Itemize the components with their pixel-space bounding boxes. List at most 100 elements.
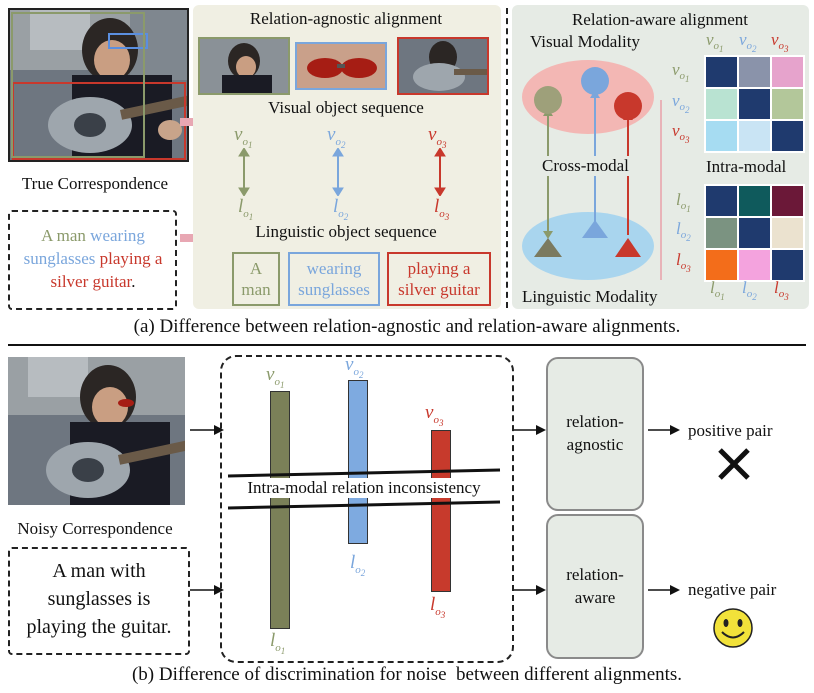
noisy-caption-text: A man with sunglasses is playing the gui…	[26, 560, 172, 638]
visual-matrix-cell	[739, 57, 770, 87]
linguistic-object-sequence-label: Linguistic object sequence	[255, 222, 437, 241]
intra-modal-label: Intra-modal	[706, 157, 787, 176]
linguistic-modality-ellipse	[522, 212, 654, 280]
linguistic-matrix-cell	[739, 186, 770, 216]
visual-matrix-col-v-o2: vo2	[739, 30, 757, 55]
linguistic-node-o1	[534, 238, 562, 257]
linguistic-matrix-row-l-o2: lo2	[676, 219, 691, 244]
man-region-box	[11, 12, 145, 158]
visual-matrix-cell	[772, 57, 803, 87]
visual-matrix-cell	[739, 89, 770, 119]
relation-aware-title: Relation-aware alignment	[571, 10, 749, 29]
man-with-guitar-image	[8, 357, 185, 505]
bar-label-v-o3: vo3	[425, 402, 444, 428]
v-o2-label: vo2	[327, 124, 346, 150]
l-o1-label: lo1	[238, 196, 254, 222]
intra-modal-bracket	[660, 100, 662, 280]
linguistic-matrix-cell	[739, 250, 770, 280]
phrase-box-guitar: playing a silver guitar	[387, 252, 491, 306]
linguistic-matrix-cell	[706, 186, 737, 216]
phrase-box-sunglasses: wearing sunglasses	[288, 252, 380, 306]
relation-agnostic-box: relation- agnostic	[546, 357, 644, 511]
visual-modality-label: Visual Modality	[530, 32, 640, 51]
caption-b: (b) Difference of discrimination for noi…	[131, 664, 683, 685]
visual-matrix-cell	[706, 121, 737, 151]
bar-label-v-o2: vo2	[345, 354, 364, 380]
cross-icon	[718, 448, 750, 480]
l-o2-label: lo2	[333, 196, 349, 222]
section-divider-horizontal	[8, 344, 806, 346]
visual-matrix-cell	[772, 121, 803, 151]
linguistic-matrix-cell	[772, 250, 803, 280]
caption-part-period: .	[131, 272, 136, 291]
bar-v-o2	[348, 380, 368, 544]
man-with-guitar-image	[10, 10, 187, 160]
visual-relation-matrix	[704, 55, 805, 153]
cross-modal-label: Cross-modal	[540, 156, 631, 176]
arrow-o2	[332, 148, 344, 196]
box-arrows	[514, 425, 546, 595]
phrase-box-man: A man	[232, 252, 280, 306]
arrow-o1	[238, 148, 250, 196]
linguistic-matrix-row-l-o3: lo3	[676, 250, 691, 275]
bar-label-l-o2: lo2	[350, 552, 366, 578]
object-crop-sunglasses	[295, 42, 387, 90]
visual-matrix-row-v-o2: vo2	[672, 91, 690, 116]
smiley-icon	[713, 608, 753, 648]
true-correspondence-photo	[8, 8, 189, 162]
visual-node-o1	[534, 86, 562, 114]
true-caption-box: A man wearing sunglasses playing a silve…	[8, 210, 177, 310]
true-caption-text: A man wearing sunglasses playing a silve…	[14, 224, 172, 293]
cross-modal-diagram	[522, 60, 654, 280]
linguistic-matrix-cell	[772, 218, 803, 248]
caption-part-sunglasses: wearing sunglasses	[23, 226, 145, 268]
inconsistency-lines	[227, 468, 501, 510]
l-o3-label: lo3	[434, 196, 450, 222]
linguistic-matrix-cell	[772, 186, 803, 216]
input-arrows	[190, 425, 224, 595]
bar-label-l-o1: lo1	[270, 630, 286, 656]
alignment-arrows	[238, 148, 446, 196]
visual-matrix-col-v-o3: vo3	[771, 30, 789, 55]
v-o1-label: vo1	[234, 124, 253, 150]
linguistic-matrix-col-l-o1: lo1	[710, 278, 725, 303]
linguistic-matrix-cell	[739, 218, 770, 248]
intra-modal-inconsistency-label: Intra-modal relation inconsistency	[224, 478, 504, 498]
noisy-correspondence-photo	[8, 357, 185, 505]
arrow-o3	[434, 148, 446, 196]
section-divider-vertical	[506, 8, 508, 308]
negative-pair-label: negative pair	[688, 580, 777, 599]
visual-object-sequence-label: Visual object sequence	[268, 98, 424, 117]
relation-aware-box: relation- aware	[546, 514, 644, 659]
linguistic-matrix-col-l-o3: lo3	[774, 278, 789, 303]
caption-a: (a) Difference between relation-agnostic…	[133, 316, 681, 337]
true-correspondence-label: True Correspondence	[21, 174, 169, 193]
caption-part-man: A man	[41, 226, 86, 245]
linguistic-node-o2	[582, 220, 608, 238]
linguistic-matrix-col-l-o2: lo2	[742, 278, 757, 303]
v-o3-label: vo3	[428, 124, 447, 150]
object-crop-man	[198, 37, 290, 95]
noisy-caption-box: A man with sunglasses is playing the gui…	[8, 547, 190, 655]
bar-v-o1	[270, 391, 290, 629]
output-arrows	[648, 425, 680, 595]
relation-agnostic-title: Relation-agnostic alignment	[249, 9, 443, 28]
visual-matrix-cell	[706, 57, 737, 87]
visual-matrix-row-v-o1: vo1	[672, 60, 690, 85]
visual-node-o2	[581, 67, 609, 95]
sunglasses-region-box	[108, 33, 148, 49]
linguistic-relation-matrix	[704, 184, 805, 282]
bar-label-v-o1: vo1	[266, 364, 285, 390]
relation-bars-box	[220, 355, 514, 663]
linguistic-matrix-cell	[706, 218, 737, 248]
object-crop-guitar	[397, 37, 489, 95]
visual-matrix-col-v-o1: vo1	[706, 30, 724, 55]
positive-pair-label: positive pair	[688, 421, 773, 440]
linguistic-matrix-row-l-o1: lo1	[676, 190, 691, 215]
visual-node-o3	[614, 92, 642, 120]
bar-label-l-o3: lo3	[430, 594, 446, 620]
linguistic-matrix-cell	[706, 250, 737, 280]
visual-matrix-cell	[706, 89, 737, 119]
linguistic-node-o3	[615, 238, 641, 257]
linguistic-modality-label: Linguistic Modality	[522, 287, 658, 306]
